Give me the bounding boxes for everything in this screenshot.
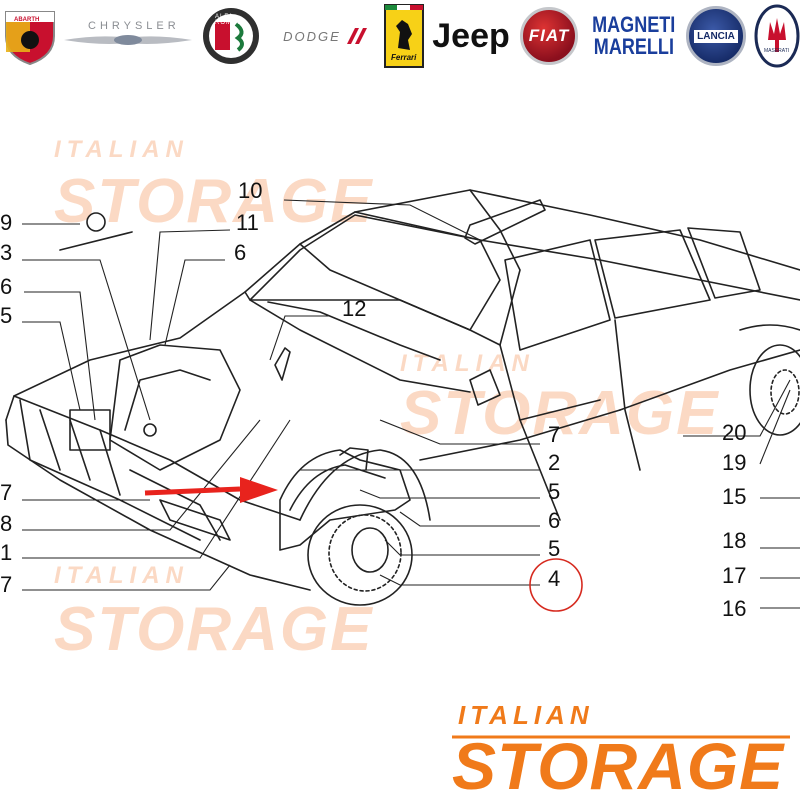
callout-9: 9 bbox=[0, 210, 13, 235]
jeep-logo: Jeep bbox=[428, 6, 514, 66]
alfa-romeo-logo-text: ALFA ROMEO bbox=[215, 14, 243, 26]
chrysler-logo: CHRYSLER bbox=[62, 6, 194, 66]
abarth-logo-text: ABARTH bbox=[14, 17, 40, 23]
callout-15: 15 bbox=[722, 484, 747, 509]
callout-7-c: 7 bbox=[548, 422, 561, 447]
callout-18: 18 bbox=[722, 528, 747, 553]
alfa-romeo-logo: ALFA ROMEO bbox=[200, 6, 262, 66]
ferrari-logo: Ferrari bbox=[384, 4, 424, 68]
lancia-logo: LANCIA bbox=[686, 6, 746, 66]
watermark-bottom-3: STORAGE bbox=[54, 595, 374, 664]
callout-2: 2 bbox=[548, 450, 561, 475]
callout-12: 12 bbox=[342, 296, 367, 321]
red-arrow-head bbox=[240, 477, 278, 503]
callout-5-lower: 5 bbox=[548, 536, 561, 561]
maserati-logo: MASERATI bbox=[754, 4, 800, 68]
callout-5-right: 5 bbox=[548, 479, 561, 504]
fiat-logo-text: FIAT bbox=[528, 26, 570, 45]
callout-1: 1 bbox=[0, 540, 13, 565]
abarth-logo: ABARTH bbox=[2, 6, 58, 66]
callout-7-a: 7 bbox=[0, 480, 13, 505]
maserati-logo-text: MASERATI bbox=[764, 48, 790, 54]
watermark-top-3: ITALIAN bbox=[54, 562, 189, 589]
lancia-logo-text: LANCIA bbox=[694, 29, 738, 43]
callout-11: 11 bbox=[236, 210, 259, 235]
car-exploded-diagram bbox=[5, 189, 800, 739]
callout-5-left: 5 bbox=[0, 303, 13, 328]
callout-6-left: 6 bbox=[0, 274, 13, 299]
callout-10: 10 bbox=[238, 178, 263, 203]
callout-19: 19 bbox=[722, 450, 747, 475]
callout-7-b: 7 bbox=[0, 572, 13, 597]
watermark-bottom-2: STORAGE bbox=[400, 379, 720, 448]
highlight-circle bbox=[529, 558, 583, 612]
brand-logo-strip: ABARTH CHRYSLER ALFA ROMEO DODGE Ferrari bbox=[0, 0, 800, 72]
callout-17: 17 bbox=[722, 563, 747, 588]
dodge-logo: DODGE bbox=[270, 6, 380, 66]
ferrari-logo-text: Ferrari bbox=[391, 53, 417, 62]
dodge-logo-text: DODGE bbox=[283, 28, 341, 44]
fiat-logo: FIAT bbox=[520, 6, 578, 66]
brand-storage-text: STORAGE bbox=[452, 729, 785, 803]
magneti-logo-text: MAGNETI bbox=[592, 12, 676, 37]
marelli-logo-text: MARELLI bbox=[593, 34, 675, 59]
jeep-logo-text: Jeep bbox=[432, 16, 510, 55]
callout-6-right: 6 bbox=[548, 508, 561, 533]
magneti-marelli-logo: MAGNETI MARELLI bbox=[586, 6, 682, 66]
callout-8: 8 bbox=[0, 511, 13, 536]
red-arrow-shaft bbox=[144, 486, 241, 496]
watermark-top-1: ITALIAN bbox=[54, 136, 189, 163]
brand-italian-text: ITALIAN bbox=[458, 700, 594, 730]
callout-4: 4 bbox=[548, 566, 561, 591]
callout-6-top: 6 bbox=[234, 240, 247, 265]
red-arrow bbox=[144, 477, 278, 503]
callout-16: 16 bbox=[722, 596, 747, 621]
callout-3: 3 bbox=[0, 240, 13, 265]
callout-20: 20 bbox=[722, 420, 747, 445]
chrysler-logo-text: CHRYSLER bbox=[88, 20, 180, 32]
